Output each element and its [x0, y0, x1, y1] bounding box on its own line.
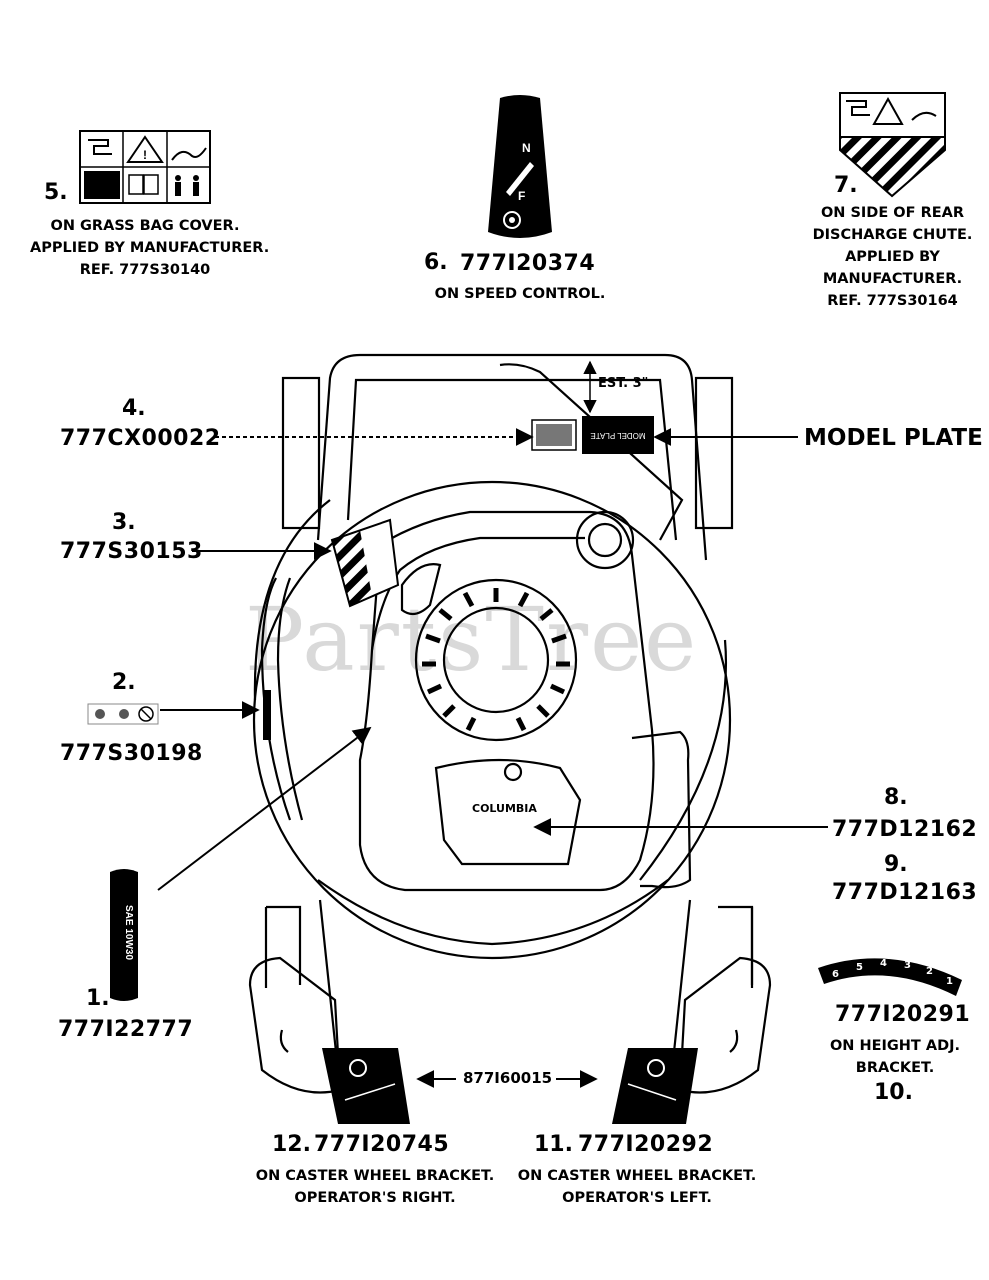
height-scale-numbers: 6 5 4 3 2 1: [832, 958, 953, 987]
speed-n-label: N: [522, 141, 531, 155]
leader-lines: [157, 428, 828, 1088]
label-11-note: ON CASTER WHEEL BRACKET. OPERATOR'S LEFT…: [517, 1165, 757, 1209]
label-6-note: ON SPEED CONTROL.: [410, 283, 630, 305]
height-scale-6: 6: [832, 969, 839, 980]
decal-7-graphic: [839, 92, 946, 198]
label-5-line: APPLIED BY MANUFACTURER.: [30, 240, 270, 256]
label-12-line: OPERATOR'S RIGHT.: [294, 1190, 456, 1206]
decal-10-graphic: [818, 958, 962, 996]
label-12-part: 777I20745: [314, 1132, 450, 1157]
label-6-number: 6.: [424, 250, 448, 275]
height-scale-1: 1: [946, 976, 953, 987]
label-9-number: 9.: [884, 852, 908, 877]
oil-decal-text: SAE 10W30: [123, 905, 134, 960]
label-10-note: ON HEIGHT ADJ. BRACKET.: [815, 1035, 975, 1079]
label-1-part: 777I22777: [58, 1017, 194, 1042]
height-scale-2: 2: [926, 966, 933, 977]
label-7-line: REF. 777S30164: [827, 293, 958, 309]
height-scale-4: 4: [880, 958, 887, 969]
label-5-line: REF. 777S30140: [79, 262, 211, 278]
speed-f-label: F: [518, 189, 525, 203]
decal-5-graphic: !: [79, 130, 211, 204]
label-4-number: 4.: [122, 396, 146, 421]
decal-2-on-handle: [263, 690, 271, 740]
label-7-number: 7.: [834, 173, 858, 198]
label-6-part: 777I20374: [460, 251, 596, 276]
label-12-number: 12.: [272, 1132, 311, 1157]
label-7-line: MANUFACTURER.: [822, 271, 963, 287]
label-5-number: 5.: [44, 180, 68, 205]
label-8-part: 777D12162: [832, 817, 978, 842]
label-7-line: DISCHARGE CHUTE.: [812, 227, 973, 243]
label-2-number: 2.: [112, 670, 136, 695]
label-7-line: APPLIED BY: [845, 249, 940, 265]
label-11-line: OPERATOR'S LEFT.: [562, 1190, 712, 1206]
label-11-line: ON CASTER WHEEL BRACKET.: [517, 1168, 757, 1184]
label-7-note: ON SIDE OF REAR DISCHARGE CHUTE. APPLIED…: [805, 202, 980, 312]
label-11-number: 11.: [534, 1132, 573, 1157]
label-9-part: 777D12163: [832, 880, 978, 905]
label-10-part: 777I20291: [835, 1002, 971, 1027]
est-label: EST. 3": [598, 376, 649, 391]
label-11-part: 777I20292: [578, 1132, 714, 1157]
label-1-number: 1.: [86, 986, 110, 1011]
label-5-note: ON GRASS BAG COVER. APPLIED BY MANUFACTU…: [30, 215, 270, 281]
decal-11-graphic: [612, 1048, 698, 1124]
label-2-part: 777S30198: [60, 741, 203, 766]
label-10-line: ON HEIGHT ADJ.: [829, 1038, 961, 1054]
model-plate-decal-text: MODEL PLATE: [590, 431, 645, 440]
decal-1-graphic: SAE 10W30: [110, 869, 138, 1001]
label-8-number: 8.: [884, 785, 908, 810]
decal-6-graphic: N F: [488, 95, 552, 238]
label-3-number: 3.: [112, 510, 136, 535]
model-plate-label: MODEL PLATE: [804, 425, 983, 451]
decal-3-on-mower: [330, 518, 400, 608]
model-plate-area: [531, 416, 654, 454]
label-12-line: ON CASTER WHEEL BRACKET.: [255, 1168, 495, 1184]
svg-text:!: !: [143, 148, 147, 162]
shared-part-label: 877I60015: [463, 1069, 553, 1087]
label-3-part: 777S30153: [60, 539, 203, 564]
height-scale-5: 5: [856, 962, 863, 973]
label-10-line: BRACKET.: [855, 1060, 935, 1076]
engine-brand: COLUMBIA: [472, 802, 537, 815]
mower-outline: [248, 353, 772, 1094]
decal-12-graphic: [322, 1048, 410, 1124]
label-4-part: 777CX00022: [60, 426, 221, 451]
label-6-line: ON SPEED CONTROL.: [434, 286, 606, 302]
decal-2-graphic: [87, 703, 159, 725]
label-7-line: ON SIDE OF REAR: [820, 205, 965, 221]
label-5-line: ON GRASS BAG COVER.: [50, 218, 240, 234]
recoil-vents: [422, 588, 570, 732]
label-12-note: ON CASTER WHEEL BRACKET. OPERATOR'S RIGH…: [255, 1165, 495, 1209]
height-scale-3: 3: [904, 960, 911, 971]
label-10-number: 10.: [874, 1080, 913, 1105]
